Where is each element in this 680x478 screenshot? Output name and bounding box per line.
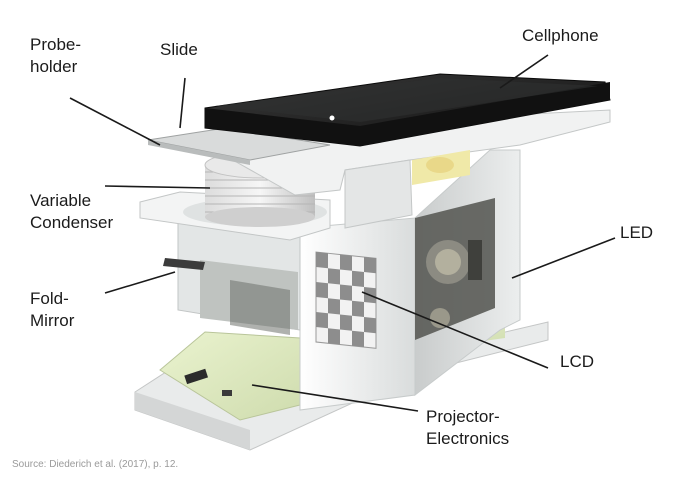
slide-probeholder [147, 127, 331, 165]
label-led: LED [620, 223, 654, 242]
label-fold-mirror: Fold- Mirror [30, 289, 75, 330]
cellphone-device [204, 73, 611, 147]
leader-cellphone [499, 54, 549, 89]
source-caption: Source: Diederich et al. (2017), p. 12. [12, 459, 179, 470]
label-variable-condenser: Variable Condenser [30, 191, 114, 232]
leader-slide [179, 77, 186, 129]
label-lcd: LCD [560, 352, 595, 371]
leader-lcd [361, 291, 549, 369]
main-housing [299, 149, 521, 411]
label-cellphone: Cellphone [522, 26, 599, 45]
leader-led [511, 237, 616, 279]
label-slide: Slide [160, 40, 198, 59]
label-probeholder: Probe- holder [30, 35, 82, 76]
leader-fold-mirror [104, 271, 176, 294]
leader-lines [69, 54, 616, 412]
leader-variable-condenser [104, 185, 211, 189]
fold-mirror-column [163, 221, 301, 335]
label-projector-electronics: Projector- Electronics [426, 407, 510, 448]
leader-projector-electronics [251, 384, 419, 412]
leader-probeholder [69, 97, 161, 146]
lcd-checkerboard [315, 251, 377, 349]
